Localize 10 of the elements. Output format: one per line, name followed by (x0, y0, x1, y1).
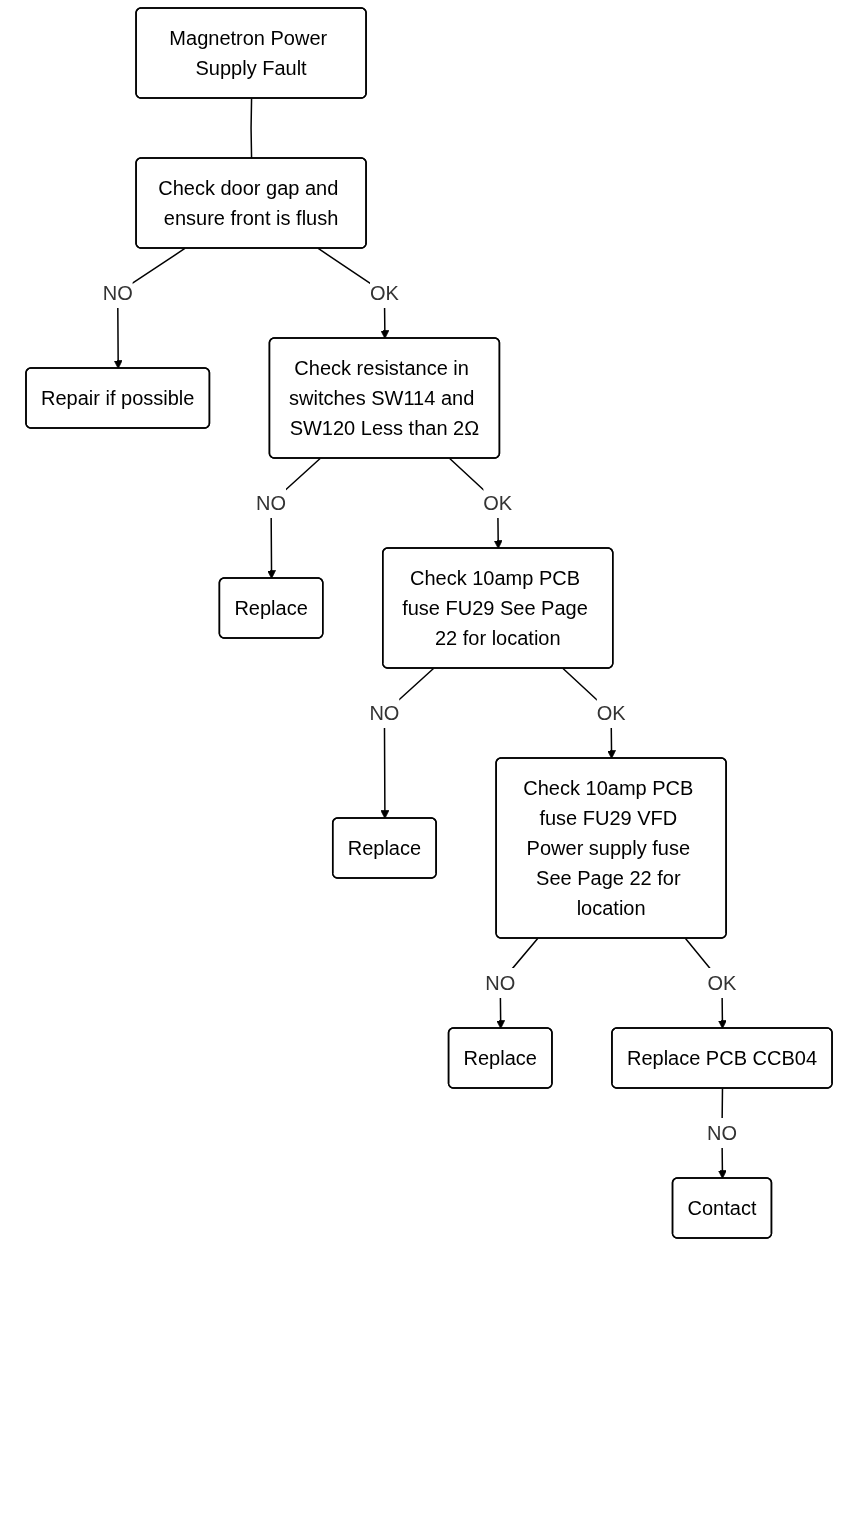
edge-label: NO (485, 971, 516, 994)
edge-label: OK (483, 491, 513, 514)
edge-label: OK (597, 701, 627, 724)
edge-label: OK (708, 971, 737, 994)
edge-label: OK (370, 282, 400, 304)
connector (250, 97, 253, 160)
edge-label: NO (369, 701, 400, 724)
edge-label: NO (103, 282, 134, 304)
edge-label: NO (256, 491, 287, 514)
edge-label: NO (707, 1121, 738, 1144)
